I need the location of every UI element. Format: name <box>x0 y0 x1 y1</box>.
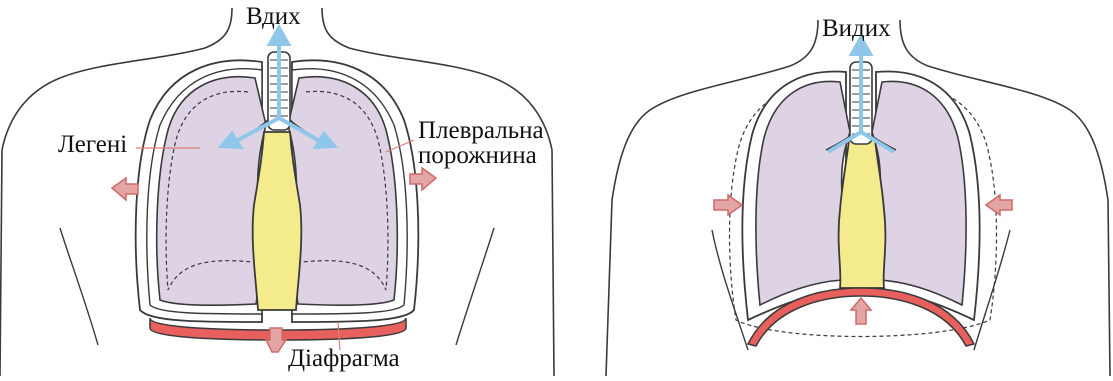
diaphragm-label: Діафрагма <box>288 346 400 372</box>
pleural-cavity-label-line2: порожнина <box>418 143 537 169</box>
mediastinum-exhale <box>839 140 886 288</box>
exhale-figure <box>606 20 1110 376</box>
inhale-title: Вдих <box>246 4 301 30</box>
lungs-label: Легені <box>58 132 127 158</box>
inhale-figure <box>0 8 554 376</box>
pleural-cavity-label-line1: Плевральна <box>418 118 544 144</box>
exhale-title: Видих <box>822 16 891 42</box>
